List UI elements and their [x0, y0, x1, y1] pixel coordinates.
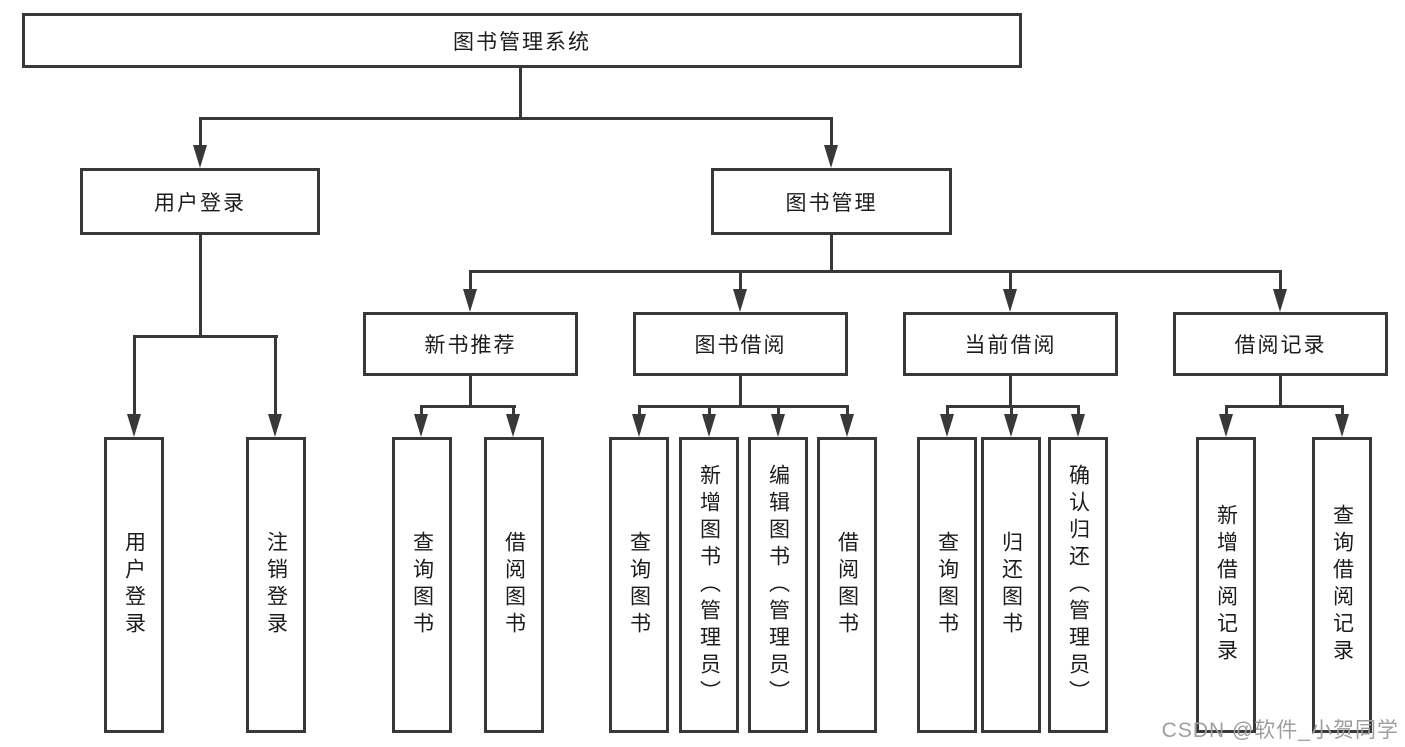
node-add-book-admin-label: 新增图书（管理员）	[697, 463, 721, 707]
connector-leaf-drop	[638, 405, 641, 416]
arrowhead-leaf	[414, 414, 428, 437]
connector-user-login-rail	[133, 335, 278, 338]
node-new-book-recommend: 新书推荐	[363, 312, 578, 376]
connector-user-login-drop	[199, 117, 202, 148]
arrowhead-current-borrow	[1003, 289, 1017, 312]
node-library-system: 图书管理系统	[22, 13, 1022, 68]
node-search-borrow-record: 查询借阅记录	[1312, 437, 1372, 733]
node-book-borrow-label: 图书借阅	[694, 334, 787, 357]
node-add-borrow-record: 新增借阅记录	[1196, 437, 1256, 733]
node-user-login-leaf: 用户登录	[104, 437, 164, 733]
node-book-management: 图书管理	[711, 168, 952, 235]
connector-new-book-rail	[420, 405, 516, 408]
connector-book-borrow-rail	[638, 405, 849, 408]
node-logout-label: 注销登录	[264, 531, 288, 639]
node-user-login-leaf-label: 用户登录	[122, 531, 146, 639]
node-current-search-book-label: 查询图书	[935, 531, 959, 639]
node-logout: 注销登录	[246, 437, 306, 733]
connector-logout-leaf-drop	[274, 335, 277, 417]
connector-current-borrow-stem	[1009, 374, 1012, 408]
connector-leaf-drop	[1341, 405, 1344, 416]
node-user-login: 用户登录	[80, 168, 320, 235]
node-borrow-search-book-label: 查询图书	[627, 531, 651, 639]
connector-leaf-drop	[946, 405, 949, 416]
connector-current-borrow-drop	[1009, 270, 1012, 291]
node-edit-book-admin-label: 编辑图书（管理员）	[766, 463, 790, 707]
node-borrow-book: 借阅图书	[817, 437, 877, 733]
connector-book-mgmt-drop	[830, 117, 833, 148]
connector-book-mgmt-rail	[469, 270, 1282, 273]
csdn-watermark: CSDN @软件_小贺同学	[1161, 719, 1399, 742]
arrowhead-leaf	[1335, 414, 1349, 437]
arrowhead-user-login	[193, 145, 207, 168]
node-book-management-label: 图书管理	[785, 191, 878, 215]
connector-new-book-stem	[469, 374, 472, 408]
connector-leaf-drop	[512, 405, 515, 416]
connector-leaf-drop	[1225, 405, 1228, 416]
node-recommend-borrow-book: 借阅图书	[484, 437, 544, 733]
connector-leaf-drop	[1010, 405, 1013, 416]
arrowhead-leaf	[702, 414, 716, 437]
node-edit-book-admin: 编辑图书（管理员）	[748, 437, 808, 733]
node-current-search-book: 查询图书	[917, 437, 977, 733]
connector-book-borrow-drop	[739, 270, 742, 291]
arrowhead-borrow-records	[1273, 289, 1287, 312]
node-user-login-label: 用户登录	[154, 191, 246, 215]
node-recommend-borrow-book-label: 借阅图书	[502, 531, 526, 639]
connector-leaf-drop	[420, 405, 423, 416]
arrowhead-leaf	[840, 414, 854, 437]
node-new-book-recommend-label: 新书推荐	[424, 334, 517, 357]
connector-book-borrow-stem	[739, 374, 742, 408]
connector-leaf-drop	[777, 405, 780, 416]
node-add-book-admin: 新增图书（管理员）	[679, 437, 739, 733]
connector-borrow-records-drop	[1279, 270, 1282, 291]
arrowhead-leaf	[1071, 414, 1085, 437]
node-book-borrow: 图书借阅	[633, 312, 848, 376]
node-search-borrow-record-label: 查询借阅记录	[1330, 504, 1354, 666]
node-current-borrow-label: 当前借阅	[964, 334, 1057, 357]
node-borrow-records-label: 借阅记录	[1234, 334, 1327, 357]
node-borrow-search-book: 查询图书	[609, 437, 669, 733]
connector-book-mgmt-stem	[830, 231, 833, 273]
arrowhead-new-book	[463, 289, 477, 312]
node-recommend-search-book: 查询图书	[392, 437, 452, 733]
arrowhead-leaf	[1219, 414, 1233, 437]
node-borrow-records: 借阅记录	[1173, 312, 1388, 376]
node-current-borrow: 当前借阅	[903, 312, 1118, 376]
arrowhead-leaf	[506, 414, 520, 437]
connector-leaf-drop	[846, 405, 849, 416]
arrowhead-book-borrow	[733, 289, 747, 312]
arrowhead-leaf	[1004, 414, 1018, 437]
node-add-borrow-record-label: 新增借阅记录	[1214, 504, 1238, 666]
connector-new-book-drop	[469, 270, 472, 291]
connector-root-rail	[199, 117, 833, 120]
connector-login-leaf-drop	[133, 335, 136, 417]
arrowhead-leaf	[771, 414, 785, 437]
arrowhead-leaf	[940, 414, 954, 437]
node-confirm-return-admin-label: 确认归还（管理员）	[1066, 463, 1090, 707]
connector-borrow-records-stem	[1279, 374, 1282, 408]
connector-leaf-drop	[708, 405, 711, 416]
arrowhead-leaf	[632, 414, 646, 437]
node-return-book-label: 归还图书	[999, 531, 1023, 639]
node-library-system-label: 图书管理系统	[453, 30, 591, 54]
connector-root-stem	[519, 65, 522, 119]
connector-user-login-stem	[199, 231, 202, 338]
connector-borrow-records-rail	[1225, 405, 1343, 408]
node-borrow-book-label: 借阅图书	[835, 531, 859, 639]
arrowhead-book-mgmt	[824, 145, 838, 168]
node-return-book: 归还图书	[981, 437, 1041, 733]
node-recommend-search-book-label: 查询图书	[410, 531, 434, 639]
connector-current-borrow-rail	[946, 405, 1080, 408]
arrowhead-login-leaf	[127, 414, 141, 437]
arrowhead-logout-leaf	[268, 414, 282, 437]
node-confirm-return-admin: 确认归还（管理员）	[1048, 437, 1108, 733]
connector-leaf-drop	[1077, 405, 1080, 416]
